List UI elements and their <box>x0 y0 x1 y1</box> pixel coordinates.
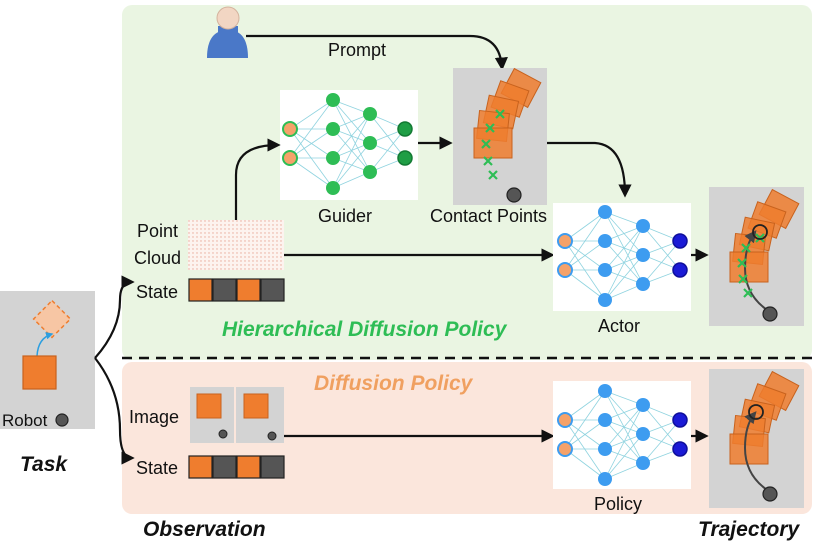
task-label: Task <box>20 453 68 476</box>
task-to-bottom-arrow <box>94 357 135 465</box>
observation-label: Observation <box>143 518 266 541</box>
state-label-top: State <box>136 282 178 302</box>
trajectory-panel-bottom <box>709 369 804 508</box>
state-label-bottom: State <box>136 458 178 478</box>
state-blocks-bottom <box>188 455 285 479</box>
task-panel <box>0 291 95 429</box>
contact-points-label: Contact Points <box>430 206 547 226</box>
trajectory-panel-top <box>709 187 804 326</box>
contact-to-actor-arrow <box>547 141 632 198</box>
policy-network <box>553 381 691 489</box>
guider-network <box>280 90 418 200</box>
cloud-to-guider-arrow <box>234 138 281 220</box>
point-label: Point <box>137 221 178 241</box>
image-label: Image <box>129 407 179 427</box>
hierarchical-policy-title: Hierarchical Diffusion Policy <box>222 318 508 341</box>
user-icon <box>207 6 248 58</box>
state-blocks-top <box>188 278 285 302</box>
point-cloud-image <box>188 220 284 270</box>
task-to-top-arrow <box>94 275 135 359</box>
contact-points-panel <box>453 67 547 205</box>
guider-label: Guider <box>318 206 372 226</box>
policy-label: Policy <box>594 494 642 514</box>
trajectory-label: Trajectory <box>698 518 800 541</box>
cloud-label: Cloud <box>134 248 181 268</box>
prompt-label: Prompt <box>328 40 386 60</box>
prompt-arrow <box>246 34 508 71</box>
diffusion-policy-title: Diffusion Policy <box>314 372 474 395</box>
actor-label: Actor <box>598 316 640 336</box>
image-frames <box>190 387 284 443</box>
robot-label: Robot <box>2 411 48 430</box>
contact-marks <box>481 109 505 180</box>
actor-network <box>553 203 691 311</box>
